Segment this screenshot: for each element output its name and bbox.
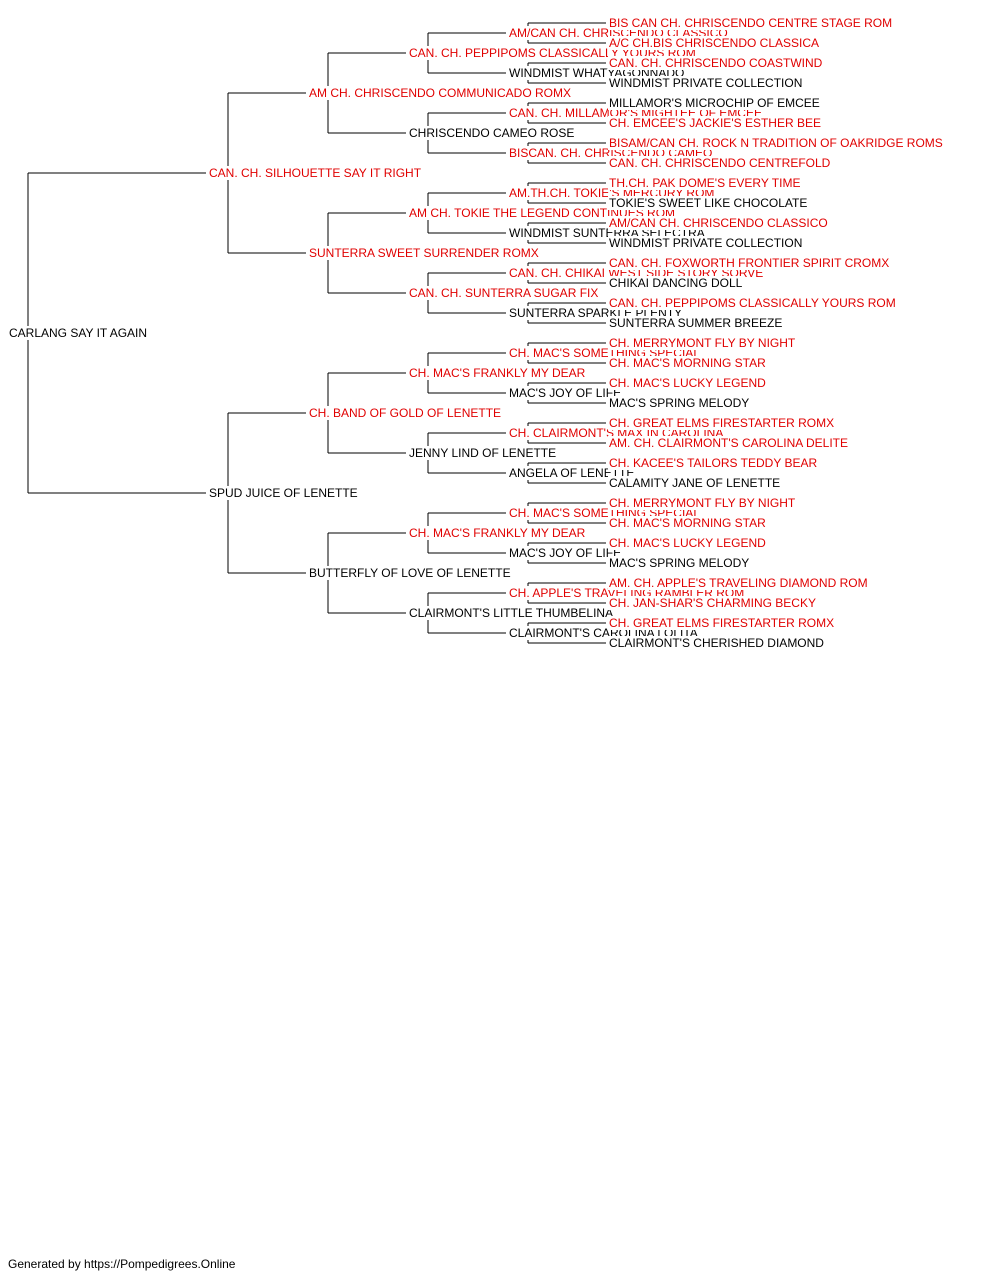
ancestor-name: CH. MAC'S FRANKLY MY DEAR — [408, 366, 587, 380]
ancestor-name: WINDMIST PRIVATE COLLECTION — [608, 236, 804, 250]
ancestor-name: AM/CAN CH. CHRISCENDO CLASSICO — [608, 216, 829, 230]
ancestor-name: SUNTERRA SUMMER BREEZE — [608, 316, 784, 330]
ancestor-name: MAC'S JOY OF LIFE — [508, 546, 623, 560]
ancestor-name: CALAMITY JANE OF LENETTE — [608, 476, 782, 490]
ancestor-name: CH. KACEE'S TAILORS TEDDY BEAR — [608, 456, 819, 470]
ancestor-name: ANGELA OF LENETTE — [508, 466, 636, 480]
ancestor-name: CH. MAC'S FRANKLY MY DEAR — [408, 526, 587, 540]
ancestor-name: JENNY LIND OF LENETTE — [408, 446, 558, 460]
ancestor-name: CH. EMCEE'S JACKIE'S ESTHER BEE — [608, 116, 822, 130]
ancestor-name: MAC'S SPRING MELODY — [608, 396, 751, 410]
ancestor-name: MAC'S JOY OF LIFE — [508, 386, 623, 400]
ancestor-name: MILLAMOR'S MICROCHIP OF EMCEE — [608, 96, 821, 110]
ancestor-name: BIS CAN CH. CHRISCENDO CENTRE STAGE ROM — [608, 16, 894, 30]
ancestor-name: CAN. CH. FOXWORTH FRONTIER SPIRIT CROMX — [608, 256, 891, 270]
ancestor-name: CH. MERRYMONT FLY BY NIGHT — [608, 336, 797, 350]
ancestor-name: CH. MERRYMONT FLY BY NIGHT — [608, 496, 797, 510]
ancestor-name: CAN. CH. SILHOUETTE SAY IT RIGHT — [208, 166, 423, 180]
ancestor-name: CAN. CH. CHRISCENDO CENTREFOLD — [608, 156, 832, 170]
ancestor-name: TH.CH. PAK DOME'S EVERY TIME — [608, 176, 802, 190]
ancestor-name: WINDMIST PRIVATE COLLECTION — [608, 76, 804, 90]
ancestor-name: CLAIRMONT'S LITTLE THUMBELINA — [408, 606, 615, 620]
ancestor-name: SUNTERRA SWEET SURRENDER ROMX — [308, 246, 540, 260]
subject-dog-name: CARLANG SAY IT AGAIN — [8, 326, 149, 340]
ancestor-name: CH. MAC'S MORNING STAR — [608, 356, 767, 370]
ancestor-name: A/C CH.BIS CHRISCENDO CLASSICA — [608, 36, 821, 50]
ancestor-name: CH. JAN-SHAR'S CHARMING BECKY — [608, 596, 817, 610]
generated-by-footer: Generated by https://Pompedigrees.Online — [8, 1257, 236, 1271]
ancestor-name: BISAM/CAN CH. ROCK N TRADITION OF OAKRID… — [608, 136, 944, 150]
ancestor-name: CAN. CH. CHRISCENDO COASTWIND — [608, 56, 824, 70]
ancestor-name: CH. BAND OF GOLD OF LENETTE — [308, 406, 503, 420]
ancestor-name: CLAIRMONT'S CHERISHED DIAMOND — [608, 636, 825, 650]
ancestor-name: BUTTERFLY OF LOVE OF LENETTE — [308, 566, 512, 580]
ancestor-name: CH. MAC'S MORNING STAR — [608, 516, 767, 530]
ancestor-name: CAN. CH. PEPPIPOMS CLASSICALLY YOURS ROM — [608, 296, 897, 310]
ancestor-name: AM CH. CHRISCENDO COMMUNICADO ROMX — [308, 86, 573, 100]
ancestor-name: CH. MAC'S LUCKY LEGEND — [608, 376, 767, 390]
ancestor-name: CH. MAC'S LUCKY LEGEND — [608, 536, 767, 550]
ancestor-name: CAN. CH. SUNTERRA SUGAR FIX — [408, 286, 600, 300]
ancestor-name: CH. GREAT ELMS FIRESTARTER ROMX — [608, 616, 836, 630]
ancestor-name: AM. CH. APPLE'S TRAVELING DIAMOND ROM — [608, 576, 869, 590]
ancestor-name: CH. GREAT ELMS FIRESTARTER ROMX — [608, 416, 836, 430]
ancestor-name: CHRISCENDO CAMEO ROSE — [408, 126, 576, 140]
ancestor-name: MAC'S SPRING MELODY — [608, 556, 751, 570]
ancestor-name: TOKIE'S SWEET LIKE CHOCOLATE — [608, 196, 809, 210]
ancestor-name: SPUD JUICE OF LENETTE — [208, 486, 359, 500]
ancestor-name: CHIKAI DANCING DOLL — [608, 276, 744, 290]
ancestor-name: AM. CH. CLAIRMONT'S CAROLINA DELITE — [608, 436, 849, 450]
